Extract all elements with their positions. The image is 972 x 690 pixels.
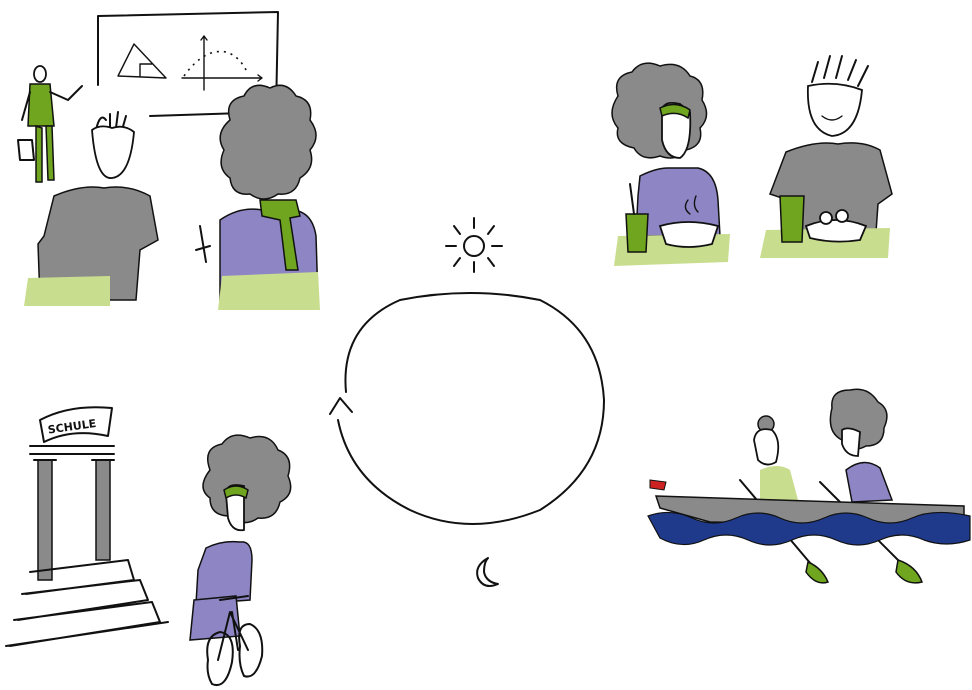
pillar-left (38, 460, 52, 580)
teacher-figure (18, 66, 82, 182)
school-scene: SCHULE (6, 407, 291, 685)
rower-woman (754, 416, 798, 502)
boat-flag (650, 480, 666, 490)
pillar-right (96, 460, 110, 560)
school-steps (6, 560, 168, 646)
cyclist-girl (190, 435, 291, 685)
student-boy (38, 112, 158, 300)
desk-left (24, 276, 110, 306)
rowing-scene (648, 389, 970, 583)
classroom-scene (18, 12, 320, 310)
graph-drawing (182, 36, 262, 90)
lunch-boy (760, 56, 892, 258)
triangle-drawing (118, 44, 166, 78)
lunch-girl (612, 63, 730, 266)
desk-right (218, 272, 320, 310)
dotted-curve (184, 52, 248, 77)
moon-icon (477, 558, 498, 586)
cycle-arrow-icon (330, 293, 604, 524)
day-cycle (330, 218, 604, 586)
sun-icon (446, 218, 502, 272)
lunch-scene (612, 56, 892, 266)
rower-man (830, 389, 892, 502)
student-girl (196, 85, 318, 300)
